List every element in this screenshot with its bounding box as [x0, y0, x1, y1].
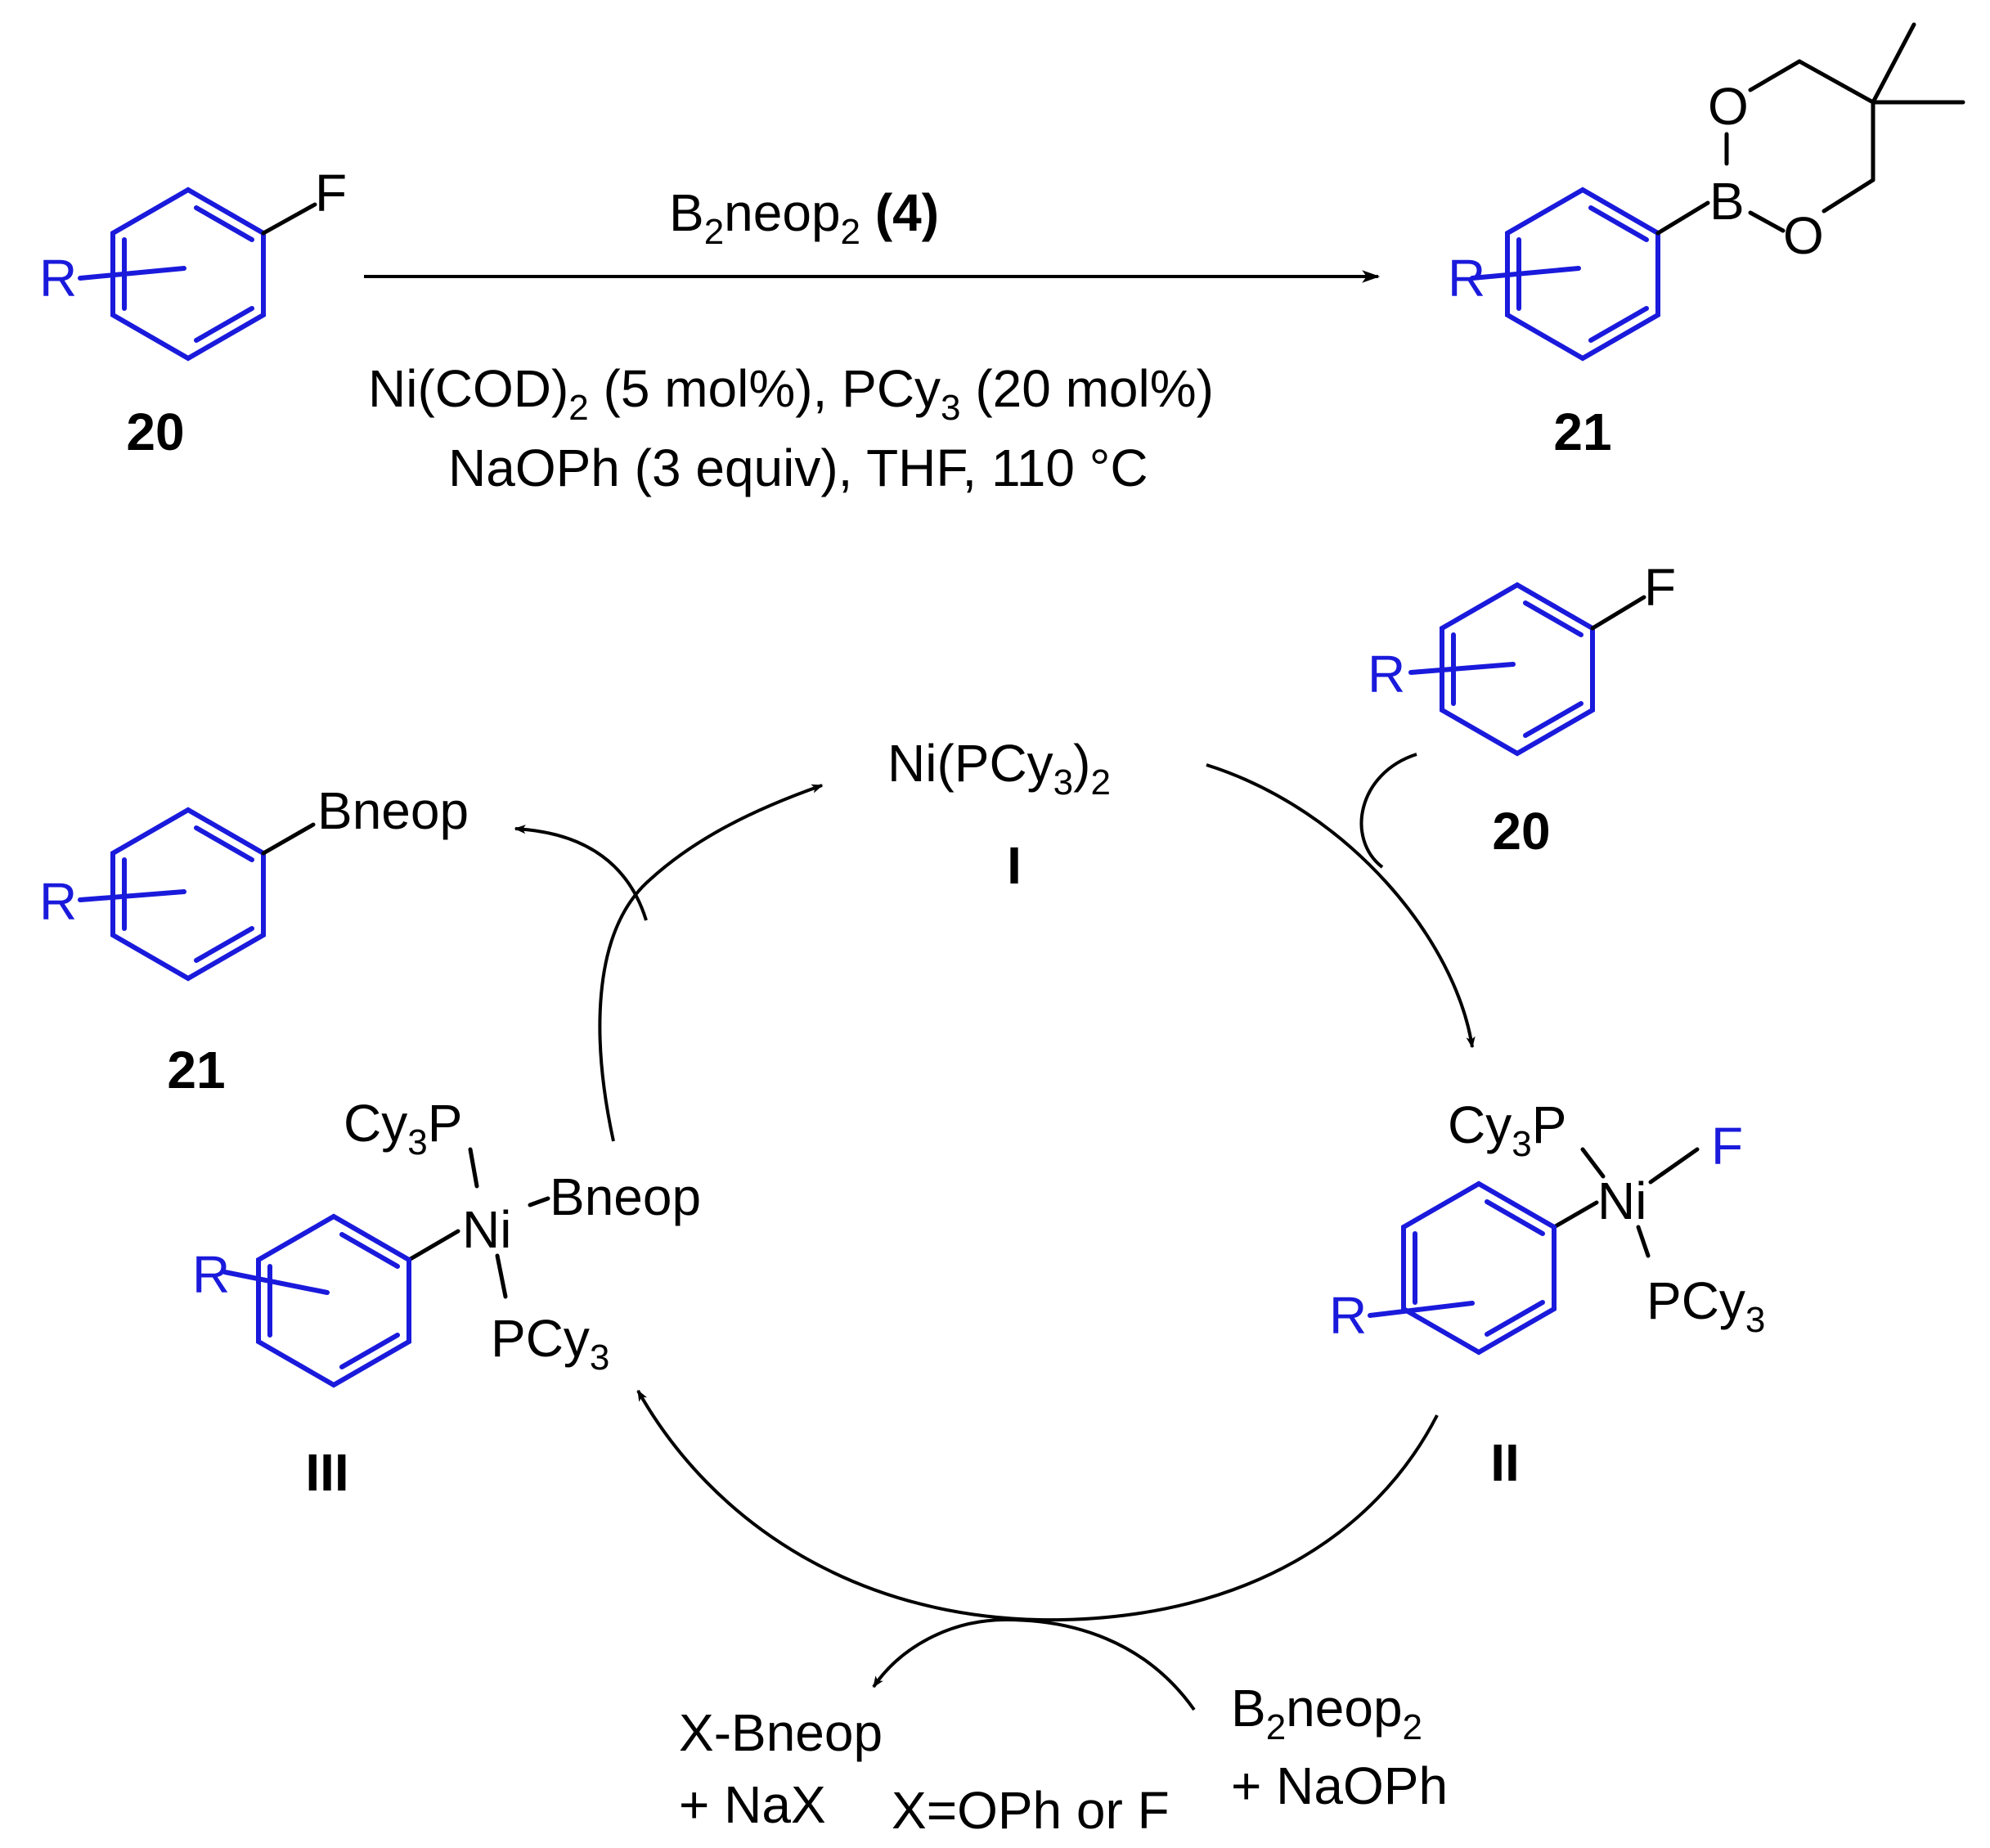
tricyclohexylphosphine-top: Cy3P	[1448, 1095, 1566, 1164]
byproduct-x-definition: X=OPh or F	[892, 1781, 1170, 1840]
compound-label-21-cycle: 21	[167, 1041, 225, 1099]
r-substituent: R	[1368, 645, 1405, 704]
r-substituent: R	[39, 249, 77, 308]
bneop-group: Bneop	[317, 781, 469, 840]
tricyclohexylphosphine-bottom: PCy3	[491, 1309, 609, 1378]
reagent-b2neop2-cycle: B2neop2	[1231, 1679, 1422, 1747]
nickel-atom: Ni	[1597, 1171, 1646, 1230]
compound-label-21: 21	[1553, 402, 1611, 461]
r-substituent: R	[39, 872, 77, 931]
r-substituent: R	[192, 1245, 230, 1304]
product-21-cycle: Bneop R 21	[39, 781, 469, 1099]
tricyclohexylphosphine-top: Cy3P	[344, 1094, 462, 1162]
substrate-20-cycle: F R 20	[1368, 558, 1676, 861]
reagent-b2neop2: B2neop2 (4)	[669, 183, 939, 252]
tricyclohexylphosphine-bottom: PCy3	[1646, 1271, 1765, 1340]
arrow-oxidative-addition	[1206, 763, 1476, 1049]
benzene-ring	[256, 1213, 411, 1388]
benzene-ring	[1401, 1180, 1557, 1356]
fluorine-atom: F	[1711, 1117, 1743, 1176]
product-aryl-boronate-21: R B O O 21	[1448, 22, 1965, 461]
nickel-atom: Ni	[462, 1200, 511, 1259]
intermediate-label-I: I	[1007, 836, 1022, 895]
byproduct-x-bneop: X-Bneop	[679, 1703, 883, 1762]
intermediate-III: Cy3P Ni Bneop PCy3 R III	[192, 1094, 701, 1502]
oxygen-atom-top: O	[1708, 77, 1749, 136]
intermediate-label-II: II	[1490, 1433, 1520, 1492]
fluorine-atom: F	[1644, 558, 1676, 617]
conditions-line-2: NaOPh (3 equiv), THF, 110 °C	[448, 438, 1148, 497]
fluorine-atom: F	[315, 164, 347, 223]
arrow-product-release	[514, 825, 648, 921]
r-substituent: R	[1448, 249, 1485, 308]
byproduct-nax: + NaX	[679, 1775, 826, 1834]
arrow-substrate-entry	[1359, 753, 1417, 869]
arrow-transmetalation	[636, 1389, 1439, 1622]
catalyst-ni-pcy3-2: Ni(PCy3)2	[887, 734, 1111, 803]
reagent-naoph: + NaOPh	[1231, 1756, 1448, 1815]
boron-atom: B	[1709, 172, 1745, 231]
intermediate-II: Cy3P Ni F PCy3 R II	[1329, 1095, 1765, 1492]
reactant-aryl-fluoride-20: F R 20	[39, 164, 347, 461]
r-substituent: R	[1329, 1286, 1367, 1345]
intermediate-label-III: III	[305, 1443, 348, 1502]
compound-label-20-cycle: 20	[1492, 802, 1550, 861]
oxygen-atom-bottom: O	[1783, 206, 1824, 265]
compound-label-20: 20	[126, 402, 184, 461]
bneop-group: Bneop	[550, 1167, 701, 1226]
arrow-reductive-elimination	[598, 784, 824, 1142]
arrow-byproduct-release	[872, 1617, 1196, 1711]
conditions-line-1: Ni(COD)2 (5 mol%), PCy3 (20 mol%)	[368, 359, 1214, 428]
